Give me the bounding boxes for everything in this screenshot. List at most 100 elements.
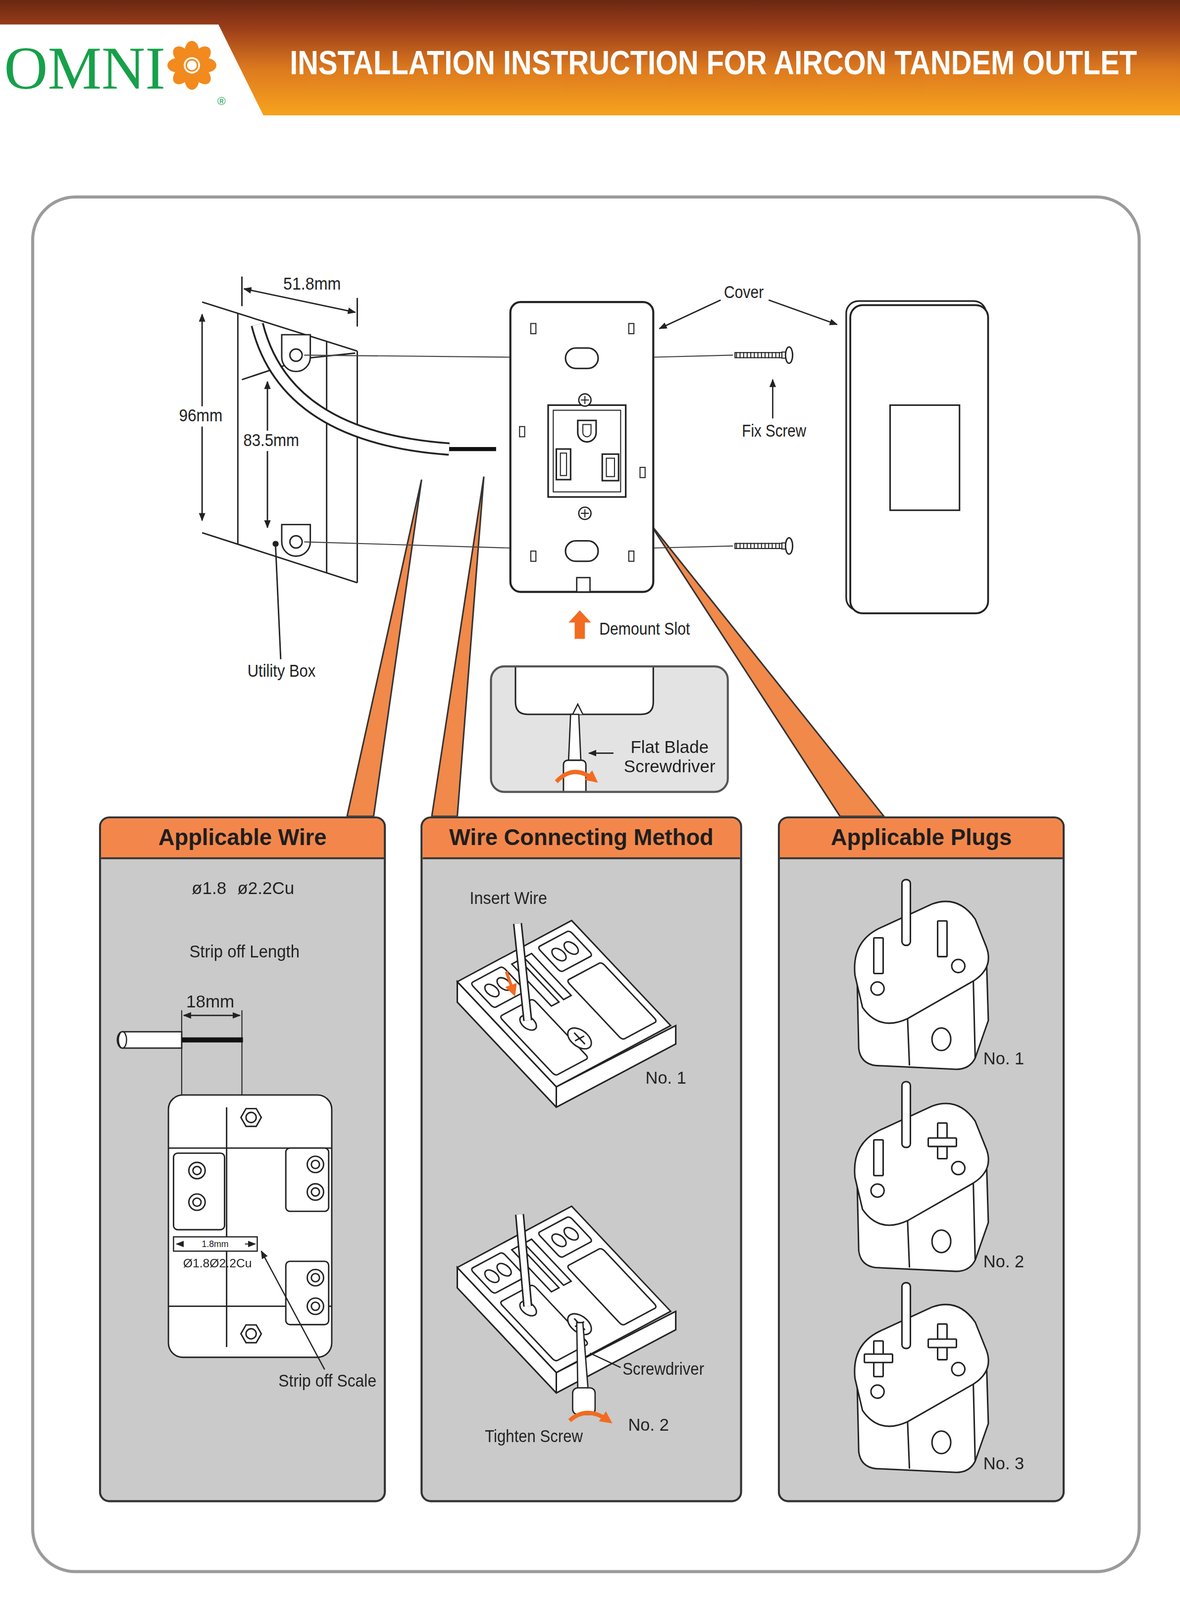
switch-body bbox=[193, 1166, 202, 1175]
callout-number: No. 3 bbox=[982, 1454, 1024, 1475]
step-label: Tighten Screw bbox=[484, 1427, 583, 1447]
panel-fill bbox=[99, 816, 1065, 1503]
fix-screw bbox=[734, 347, 793, 555]
wire-size: Ø1.8Ø2.2Cu bbox=[183, 1257, 253, 1272]
switch-body bbox=[261, 1251, 325, 1370]
demount-arrow bbox=[568, 610, 591, 640]
utility-box bbox=[281, 334, 311, 372]
strip-length-figure bbox=[118, 1031, 127, 1049]
panel-header: Wire Connecting Method bbox=[422, 818, 740, 860]
inset-illustration bbox=[588, 752, 614, 755]
utility-box bbox=[272, 541, 279, 548]
switch-body bbox=[176, 1243, 184, 1245]
inset-illustration bbox=[568, 714, 581, 761]
switch-body bbox=[168, 1107, 332, 1348]
switch-body bbox=[246, 1112, 257, 1124]
leader-arrow bbox=[659, 300, 838, 419]
outlet-plate bbox=[565, 348, 599, 369]
inset-illustration bbox=[515, 666, 654, 715]
utility-box bbox=[237, 313, 239, 545]
switch-body bbox=[173, 1236, 257, 1252]
utility-box bbox=[202, 532, 358, 583]
panel-fill bbox=[99, 816, 386, 1503]
outlet-plate bbox=[530, 323, 536, 334]
brand-logo: OMNI bbox=[3, 34, 166, 105]
outlet-plate bbox=[640, 467, 646, 478]
outlet-plate bbox=[577, 420, 597, 442]
switch-body bbox=[240, 1325, 261, 1343]
outlet-plate bbox=[576, 577, 591, 593]
switch-body bbox=[168, 1095, 332, 1371]
inserted-wire bbox=[517, 923, 528, 1022]
fix-screw bbox=[734, 347, 793, 364]
dimension-label: 51.8mm bbox=[280, 274, 345, 295]
logo-flower bbox=[186, 59, 198, 72]
utility-box bbox=[325, 342, 328, 573]
screwdriver bbox=[590, 1353, 621, 1368]
leader-arrow bbox=[659, 300, 721, 329]
switch-body bbox=[193, 1198, 202, 1207]
wire bbox=[256, 324, 450, 450]
node-text-block: Flat Blade Screwdriver bbox=[618, 738, 721, 777]
outlet-plate bbox=[510, 302, 654, 592]
utility-box bbox=[202, 276, 358, 660]
logo-flower bbox=[167, 40, 217, 90]
dimension-label: 83.5mm bbox=[240, 430, 303, 451]
switch-body bbox=[307, 1298, 324, 1315]
plug-figure bbox=[937, 921, 948, 957]
cover-plate bbox=[846, 301, 989, 614]
outlet-plate bbox=[530, 551, 536, 562]
switch-body bbox=[168, 1095, 332, 1358]
section-label: Strip off Length bbox=[188, 942, 300, 963]
utility-box bbox=[289, 535, 303, 549]
screwdriver bbox=[576, 1323, 589, 1389]
inset-fill bbox=[489, 665, 727, 794]
utility-box bbox=[289, 349, 303, 362]
inserted-wire bbox=[506, 923, 528, 1307]
plug-figure bbox=[854, 879, 989, 1070]
outlet-plate bbox=[553, 410, 621, 493]
panel-title: Applicable Wire bbox=[158, 825, 327, 851]
strip-length-figure bbox=[117, 1031, 182, 1049]
guide-line bbox=[304, 542, 511, 549]
outlet-plate bbox=[602, 454, 619, 481]
leader-arrow bbox=[768, 300, 837, 325]
leader-arrow bbox=[771, 379, 774, 419]
scale-label: 1.8mm bbox=[199, 1238, 232, 1250]
switch-body bbox=[311, 1302, 320, 1311]
wire-size: ø1.8 ø2.2Cu bbox=[191, 878, 295, 899]
switch-body bbox=[311, 1187, 320, 1196]
outlet-plate bbox=[580, 396, 589, 405]
info-panel: Applicable Wire bbox=[99, 816, 386, 1503]
outlet-plate bbox=[556, 449, 571, 480]
part-label: Strip off Scale bbox=[278, 1372, 377, 1392]
inset-box: Flat Blade Screwdriver bbox=[489, 665, 729, 794]
callout-wedge bbox=[431, 476, 484, 817]
wire bbox=[449, 447, 497, 452]
strip-length-figure bbox=[183, 1015, 240, 1017]
screwdriver bbox=[572, 1388, 595, 1416]
outlet-plate bbox=[519, 426, 525, 438]
callout-number: No. 2 bbox=[982, 1252, 1024, 1273]
wire bbox=[256, 324, 496, 450]
outlet-plate bbox=[628, 323, 634, 334]
inserted-wire bbox=[519, 1214, 528, 1307]
switch-body bbox=[173, 1153, 225, 1231]
inserted-wire bbox=[519, 1214, 528, 1307]
plug-figure bbox=[854, 1282, 989, 1473]
switch-body bbox=[307, 1183, 324, 1201]
plug-figure bbox=[928, 1138, 957, 1147]
step-label: Insert Wire bbox=[469, 889, 548, 910]
plug-figure bbox=[928, 1339, 957, 1348]
panel-header: Applicable Wire bbox=[101, 818, 384, 860]
outer-frame bbox=[32, 197, 1140, 1573]
switch-body bbox=[307, 1269, 324, 1286]
logo-flower bbox=[183, 56, 201, 74]
header-band bbox=[0, 0, 1180, 116]
plug-figure bbox=[854, 879, 989, 1070]
panel-title: Wire Connecting Method bbox=[449, 825, 714, 851]
panel-header: Applicable Plugs bbox=[779, 818, 1063, 860]
panel-fill bbox=[777, 816, 1065, 1503]
